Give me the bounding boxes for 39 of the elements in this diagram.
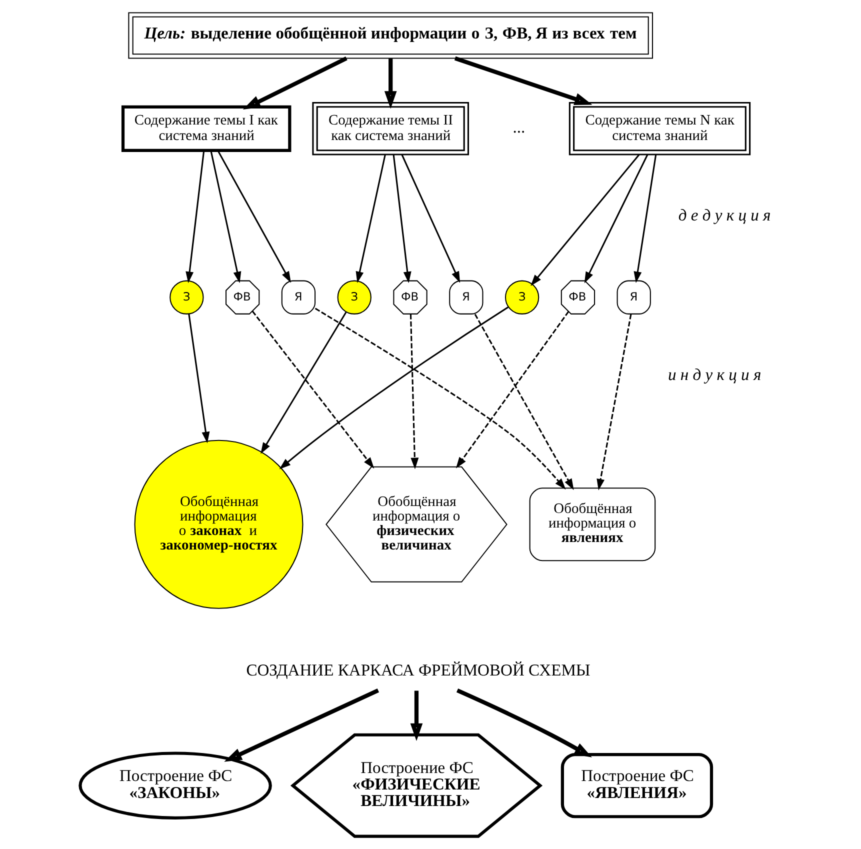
node-box: Содержание темы II как система знаний [312,102,470,156]
arrow [242,56,348,110]
arrow [279,306,509,470]
arrow [410,690,423,742]
node-box: Содержание темы I как система знаний [121,105,292,152]
node-circle: З [337,280,372,314]
arrow [410,314,419,470]
arrow [188,314,210,444]
arrow [456,688,592,758]
arrow [260,312,347,454]
node-box: Построение ФС «ЯВЛЕНИЯ» [560,752,714,818]
node-ellipse: Построение ФС «ЗАКОНЫ» [78,752,272,820]
arrow [217,150,292,283]
arrow [454,56,592,105]
arrow [584,154,648,284]
node-box: Цель: выделение обобщённой информации о З, ФВ, Я из всех тем [128,12,654,59]
arrow [392,154,412,284]
arrow [186,150,205,284]
arrow [356,154,386,284]
node-circle: Обобщённая информация о законах и закономер-ностях [134,440,304,609]
label: ... [512,118,526,137]
arrow [634,154,657,284]
node-circle: З [170,280,204,314]
arrow [401,154,460,283]
arrow [224,688,380,762]
label: д е д у к ц и я [678,206,771,225]
node-circle: З [505,280,540,314]
arrow [530,154,640,286]
arrow [456,311,570,468]
arrow [210,150,242,284]
node-box: Содержание темы N как система знаний [568,102,751,156]
node-box: Обобщённая информация о явлениях [529,488,656,562]
arrow [384,58,397,109]
arrow [474,314,574,490]
arrow [314,308,566,490]
label: и н д у к ц и я [668,364,762,384]
node-text: СОЗДАНИЕ КАРКАСА ФРЕЙМОВОЙ СХЕМЫ [246,660,590,680]
arrow [596,314,632,490]
arrow [252,310,374,469]
